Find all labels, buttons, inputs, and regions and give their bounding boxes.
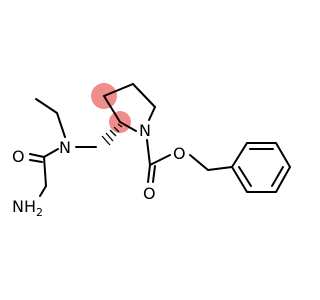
ring-bond-5	[103, 95, 121, 123]
molecule-canvas: N N O O O NH2	[12, 83, 291, 219]
hashed-wedge-bond	[101, 123, 123, 146]
n-ethyl-bond	[56, 112, 66, 138]
carbamate-c-o-double-2	[152, 165, 156, 183]
benzene-ring	[231, 142, 291, 193]
amide-c-to-ch2	[43, 156, 47, 187]
ring-bond-4	[119, 121, 137, 132]
carbamate-c-o-double-1	[147, 164, 151, 183]
amide-c-o-double-1	[29, 153, 45, 158]
atom-amide-n: N	[59, 138, 71, 157]
atom-amine: NH2	[12, 197, 43, 219]
ch2-to-nh2	[39, 185, 47, 197]
ring-bond-3	[148, 106, 156, 121]
amide-c-o-double-2	[29, 159, 43, 163]
atom-carbonyl-o: O	[143, 184, 156, 203]
atom-pyrrolidine-n: N	[139, 121, 151, 140]
n-to-carbamate-c	[146, 139, 151, 166]
ring-bond-1	[103, 83, 134, 97]
o-to-benzyl-ch2	[189, 154, 209, 171]
benzene-double-3	[238, 166, 252, 187]
carbamate-c-to-o	[149, 154, 171, 166]
ring-bond-2	[132, 83, 156, 108]
ethyl-bond	[35, 98, 58, 114]
structure-drawing: N N O O O NH2	[12, 83, 291, 219]
atom-ester-o: O	[173, 144, 186, 163]
benzyl-ch2-to-ring	[207, 166, 233, 171]
amine-label: NH	[12, 197, 36, 216]
benzene-double-2	[271, 166, 284, 187]
atom-amide-o: O	[12, 147, 25, 166]
amine-subscript: 2	[36, 206, 43, 219]
amide-n-to-c	[43, 148, 59, 158]
